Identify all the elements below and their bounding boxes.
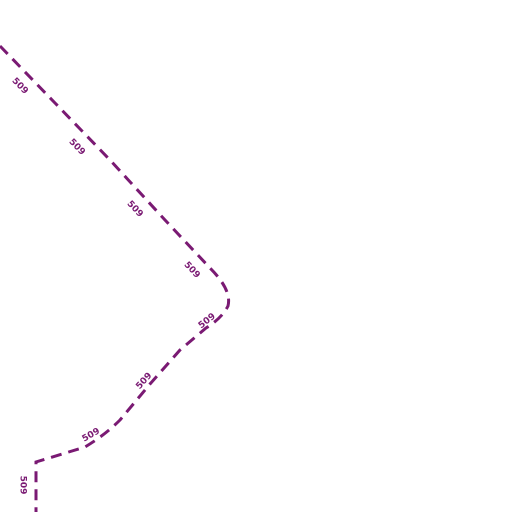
route-509-line[interactable] <box>0 44 231 512</box>
route-label-8: 509 <box>18 476 28 495</box>
